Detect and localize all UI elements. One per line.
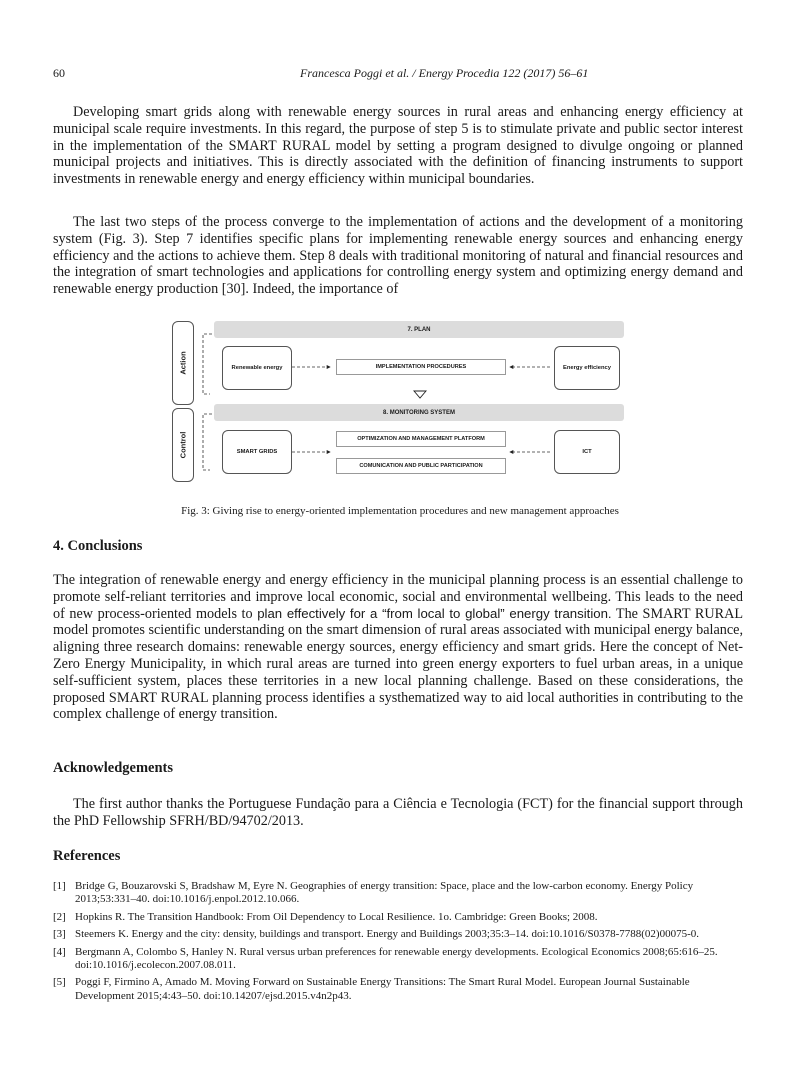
figure-caption: Fig. 3: Giving rise to energy-oriented i… [181, 505, 619, 517]
optimization-platform-label: OPTIMIZATION AND MANAGEMENT PLATFORM [357, 436, 485, 442]
conclusions-text-c: The SMART RURAL model promotes scientifi… [53, 605, 744, 723]
references-list: [1] Bridge G, Bouzarovski S, Bradshaw M, … [53, 880, 748, 1007]
monitoring-bar-label: 8. MONITORING SYSTEM [383, 409, 455, 416]
renewable-energy-label: Renewable energy [231, 364, 283, 371]
running-header-citation: Francesca Poggi et al. / Energy Procedia… [300, 66, 589, 80]
energy-efficiency-node: Energy efficiency [554, 346, 620, 390]
references-heading: References [53, 848, 121, 864]
smart-grids-node: SMART GRIDS [222, 430, 292, 474]
reference-text: Hopkins R. The Transition Handbook: From… [75, 910, 598, 923]
reference-number: [2] [53, 910, 66, 923]
control-side-box: Control [172, 408, 194, 482]
renewable-energy-node: Renewable energy [222, 346, 292, 390]
reference-number: [5] [53, 976, 66, 989]
reference-text: Bridge G, Bouzarovski S, Bradshaw M, Eyr… [75, 880, 694, 906]
smart-grids-label: SMART GRIDS [236, 448, 278, 455]
communication-participation-label: COMUNICATION AND PUBLIC PARTICIPATION [359, 463, 483, 469]
connector-lines [202, 333, 550, 471]
acknowledgements-heading: Acknowledgements [53, 760, 174, 776]
implementation-procedures-box: IMPLEMENTATION PROCEDURES [336, 359, 506, 375]
reference-number: [3] [53, 928, 66, 941]
plan-bar-label: 7. PLAN [407, 326, 431, 333]
conclusions-text-a: The integration of renewable energy and … [53, 572, 743, 622]
optimization-platform-box: OPTIMIZATION AND MANAGEMENT PLATFORM [336, 431, 506, 447]
reference-number: [4] [53, 945, 66, 958]
acknowledgements-text: The first author thanks the Portuguese F… [53, 796, 743, 829]
ict-node: ICT [554, 430, 620, 474]
reference-text: Steemers K. Energy and the city: density… [75, 928, 699, 941]
ict-label: ICT [582, 448, 592, 455]
body-paragraph-2: The last two steps of the process conver… [53, 214, 743, 298]
reference-text: Bergmann A, Colombo S, Hanley N. Rural v… [75, 945, 718, 972]
body-paragraph-1: Developing smart grids along with renewa… [53, 104, 743, 188]
conclusions-heading: 4. Conclusions [53, 538, 143, 554]
page-number: 60 [53, 66, 65, 80]
energy-efficiency-label: Energy efficiency [562, 364, 611, 371]
down-triangle-icon [413, 390, 427, 399]
reference-item: [5] Poggi F, Firmino A, Amado M. Moving F… [53, 976, 748, 1003]
conclusions-paragraph: The integration of renewable energy and … [53, 572, 743, 723]
communication-participation-box: COMUNICATION AND PUBLIC PARTICIPATION [336, 458, 506, 474]
action-bracket [202, 333, 212, 395]
monitoring-bar: 8. MONITORING SYSTEM [214, 404, 624, 421]
plan-bar: 7. PLAN [214, 321, 624, 338]
reference-item: [1] Bridge G, Bouzarovski S, Bradshaw M, … [53, 880, 748, 907]
reference-text: Poggi F, Firmino A, Amado M. Moving Forw… [75, 976, 690, 1002]
figure-3-diagram: Action Control 7. PLAN 8. MONITORING SYS… [170, 318, 628, 484]
reference-item: [2] Hopkins R. The Transition Handbook: F… [53, 911, 748, 924]
action-side-box: Action [172, 321, 194, 405]
reference-item: [3] Steemers K. Energy and the city: dens… [53, 928, 748, 941]
reference-item: [4] Bergmann A, Colombo S, Hanley N. Rura… [53, 946, 748, 973]
reference-number: [1] [53, 880, 66, 892]
control-bracket [202, 413, 212, 471]
implementation-procedures-label: IMPLEMENTATION PROCEDURES [375, 364, 467, 370]
conclusions-text-b: plan effectively for a “from local to gl… [257, 605, 612, 621]
